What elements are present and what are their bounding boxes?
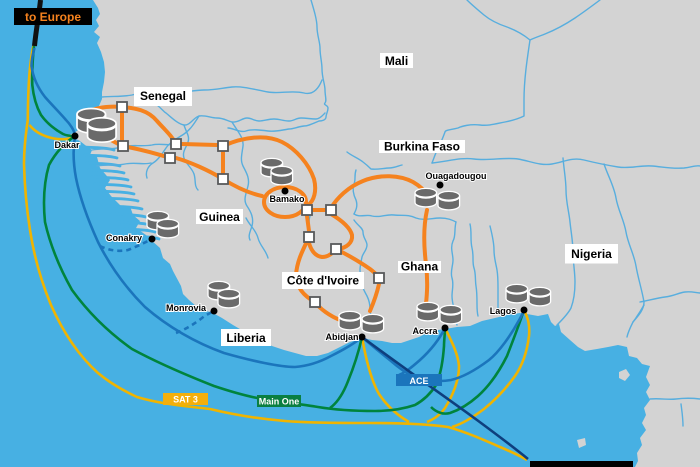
svg-text:Ghana: Ghana xyxy=(401,260,439,274)
svg-text:Ouagadougou: Ouagadougou xyxy=(426,171,487,181)
svg-text:Nigeria: Nigeria xyxy=(571,247,612,261)
svg-text:Accra: Accra xyxy=(412,326,438,336)
svg-text:ACE: ACE xyxy=(409,376,428,386)
svg-text:Mali: Mali xyxy=(385,54,408,68)
svg-text:SAT 3: SAT 3 xyxy=(173,395,198,405)
svg-text:Burkina Faso: Burkina Faso xyxy=(384,140,460,154)
svg-text:Conakry: Conakry xyxy=(106,233,142,243)
svg-text:Lagos: Lagos xyxy=(490,306,517,316)
svg-text:Main One: Main One xyxy=(259,397,300,407)
svg-text:Senegal: Senegal xyxy=(140,89,186,103)
svg-text:Guinea: Guinea xyxy=(199,210,240,224)
svg-text:Abidjan: Abidjan xyxy=(326,332,359,342)
svg-text:Côte d'Ivoire: Côte d'Ivoire xyxy=(287,274,360,288)
svg-text:Dakar: Dakar xyxy=(54,140,80,150)
svg-text:to Europe: to Europe xyxy=(25,10,81,24)
svg-text:Bamako: Bamako xyxy=(269,194,305,204)
svg-text:Liberia: Liberia xyxy=(226,331,266,345)
svg-text:Monrovia: Monrovia xyxy=(166,303,207,313)
